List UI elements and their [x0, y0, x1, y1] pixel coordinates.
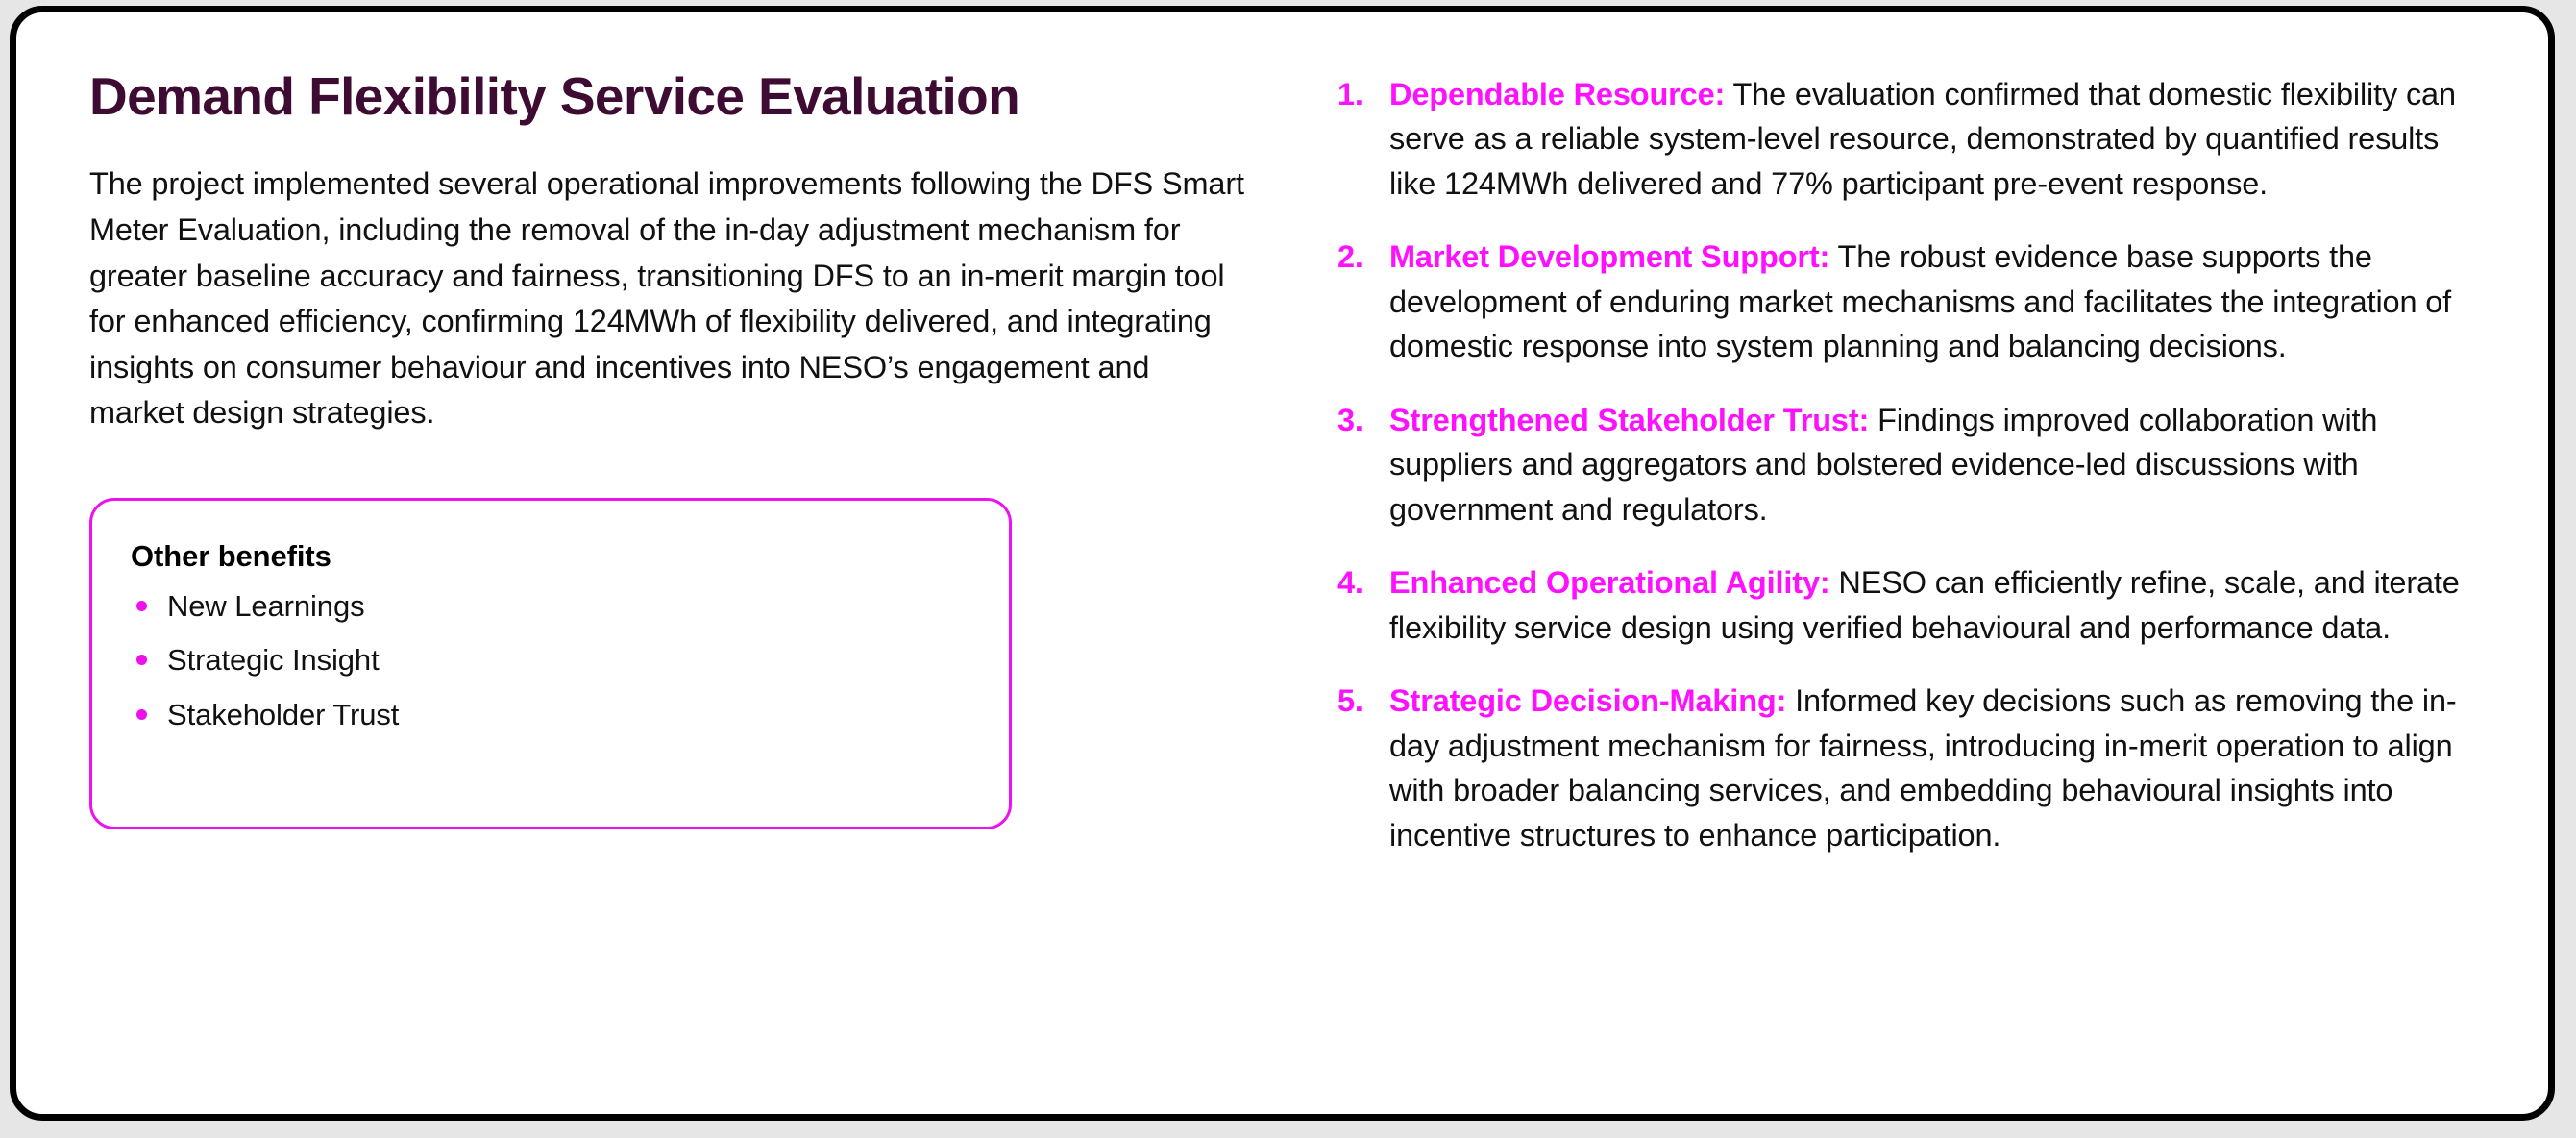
- list-item-text: The evaluation confirmed that domestic f…: [1389, 77, 2456, 201]
- bullet-icon: [136, 655, 147, 666]
- list-item: New Learnings: [131, 587, 1009, 626]
- key-findings-list: 1. Dependable Resource: The evaluation c…: [1337, 72, 2471, 857]
- benefit-label: Stakeholder Trust: [167, 697, 400, 731]
- list-item-number: 5.: [1337, 683, 1363, 719]
- list-item-label: Strengthened Stakeholder Trust:: [1389, 402, 1870, 437]
- other-benefits-title: Other benefits: [131, 539, 331, 574]
- list-item-number: 4.: [1337, 565, 1363, 601]
- list-item: 5. Strategic Decision-Making: Informed k…: [1337, 679, 2471, 857]
- list-item-label: Market Development Support:: [1389, 239, 1830, 275]
- list-item-text: NESO can efficiently refine, scale, and …: [1389, 565, 2460, 645]
- bullet-icon: [136, 708, 147, 720]
- list-item: Strategic Insight: [131, 641, 1009, 680]
- list-item-text: Informed key decisions such as removing …: [1389, 683, 2457, 853]
- benefit-label: New Learnings: [167, 589, 365, 624]
- list-item-label: Enhanced Operational Agility:: [1389, 565, 1830, 601]
- left-column: Demand Flexibility Service Evaluation Th…: [16, 12, 1251, 830]
- list-item-number: 1.: [1337, 77, 1363, 111]
- list-item: 1. Dependable Resource: The evaluation c…: [1337, 72, 2471, 206]
- other-benefits-card: Other benefits New Learnings Strategic I…: [89, 498, 1012, 830]
- other-benefits-list: New Learnings Strategic Insight Stakehol…: [131, 587, 1009, 734]
- slide-content: Demand Flexibility Service Evaluation Th…: [16, 12, 2548, 1114]
- list-item-label: Strategic Decision-Making:: [1389, 683, 1787, 719]
- list-item-number: 2.: [1337, 239, 1363, 275]
- list-item-text: Findings improved collaboration with sup…: [1389, 402, 2378, 527]
- benefit-label: Strategic Insight: [167, 643, 380, 678]
- bullet-icon: [136, 601, 147, 612]
- right-column: 1. Dependable Resource: The evaluation c…: [1251, 12, 2548, 886]
- list-item-label: Dependable Resource:: [1389, 77, 1726, 111]
- page-title: Demand Flexibility Service Evaluation: [89, 66, 1020, 126]
- list-item: 4. Enhanced Operational Agility: NESO ca…: [1337, 560, 2471, 650]
- list-item: Stakeholder Trust: [131, 696, 1009, 734]
- list-item: 2. Market Development Support: The robus…: [1337, 235, 2471, 368]
- intro-paragraph: The project implemented several operatio…: [89, 166, 1244, 431]
- list-item: 3. Strengthened Stakeholder Trust: Findi…: [1337, 398, 2471, 532]
- list-item-number: 3.: [1337, 402, 1363, 437]
- slide-frame: Demand Flexibility Service Evaluation Th…: [10, 6, 2555, 1121]
- list-item-text: The robust evidence base supports the de…: [1389, 239, 2452, 364]
